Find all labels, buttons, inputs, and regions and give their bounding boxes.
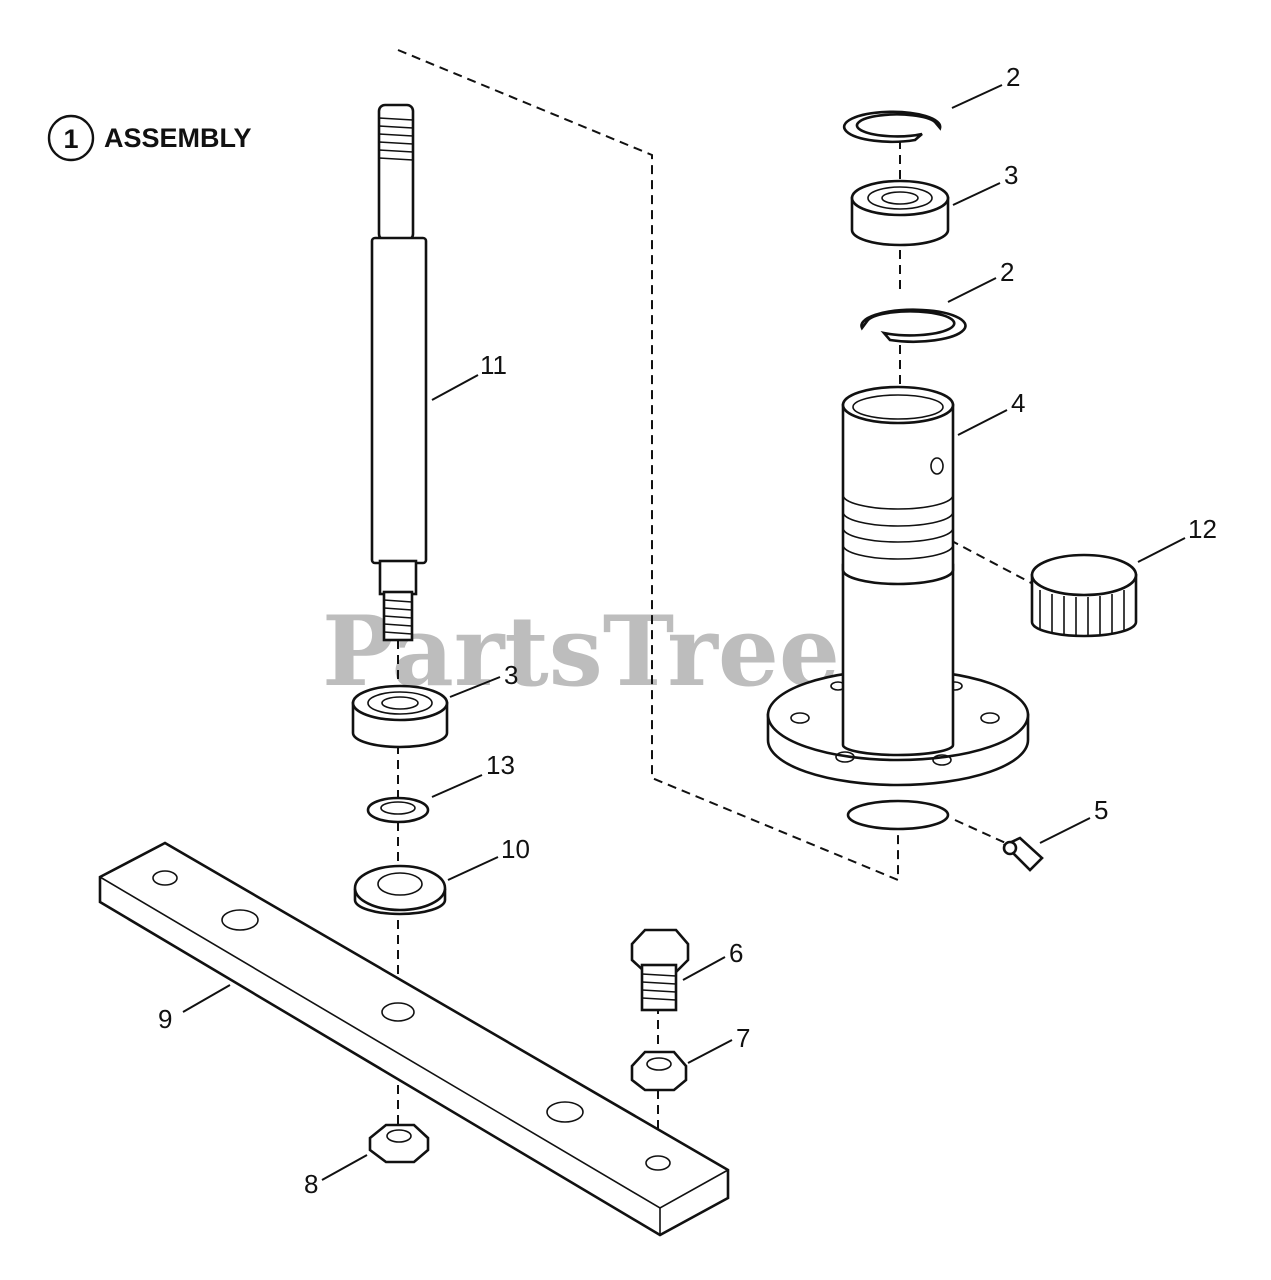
callout-blade: 9 bbox=[158, 1004, 172, 1034]
callout-shaft: 11 bbox=[480, 350, 507, 380]
callout-cup-washer: 10 bbox=[501, 834, 530, 864]
callout-housing: 4 bbox=[1011, 388, 1025, 418]
callout-nut-large: 8 bbox=[304, 1169, 318, 1199]
needle-sleeve bbox=[1030, 553, 1138, 638]
retaining-ring-upper bbox=[842, 110, 942, 144]
flat-washer bbox=[366, 796, 430, 824]
bearing-upper bbox=[850, 179, 950, 247]
spindle-shaft bbox=[370, 103, 428, 642]
callout-washer: 13 bbox=[486, 750, 515, 780]
callout-nut-small: 7 bbox=[736, 1023, 750, 1053]
spindle-housing bbox=[766, 385, 1030, 831]
align-line-housing-sleeve bbox=[949, 539, 1036, 586]
bearing-lower bbox=[351, 684, 449, 749]
retaining-ring-lower bbox=[860, 308, 967, 344]
callout-ring-upper: 2 bbox=[1006, 62, 1020, 92]
bolt bbox=[630, 928, 690, 1012]
assembly-title: 1 ASSEMBLY bbox=[47, 114, 252, 162]
callout-bolt: 6 bbox=[729, 938, 743, 968]
callout-ring-lower: 2 bbox=[1000, 257, 1014, 287]
callout-sleeve: 12 bbox=[1188, 514, 1217, 544]
nut-large bbox=[368, 1123, 430, 1164]
title-number: 1 bbox=[63, 124, 78, 154]
nut-small bbox=[630, 1050, 688, 1092]
cup-washer bbox=[353, 864, 447, 916]
callout-bearing-upper: 3 bbox=[1004, 160, 1018, 190]
grease-fitting bbox=[1002, 836, 1044, 872]
assembly-path-line bbox=[397, 49, 899, 882]
title-number-circle bbox=[47, 114, 95, 162]
align-line-housing-fitting bbox=[954, 819, 1011, 846]
callout-bearing-lower: 3 bbox=[504, 660, 518, 690]
leader-lines bbox=[182, 84, 1186, 1181]
title-text: ASSEMBLY bbox=[104, 123, 252, 153]
callout-labels: 2 3 2 4 12 11 3 13 10 5 6 7 9 8 bbox=[158, 62, 1217, 1199]
callout-grease-fitting: 5 bbox=[1094, 795, 1108, 825]
blade-bar bbox=[98, 841, 730, 1237]
